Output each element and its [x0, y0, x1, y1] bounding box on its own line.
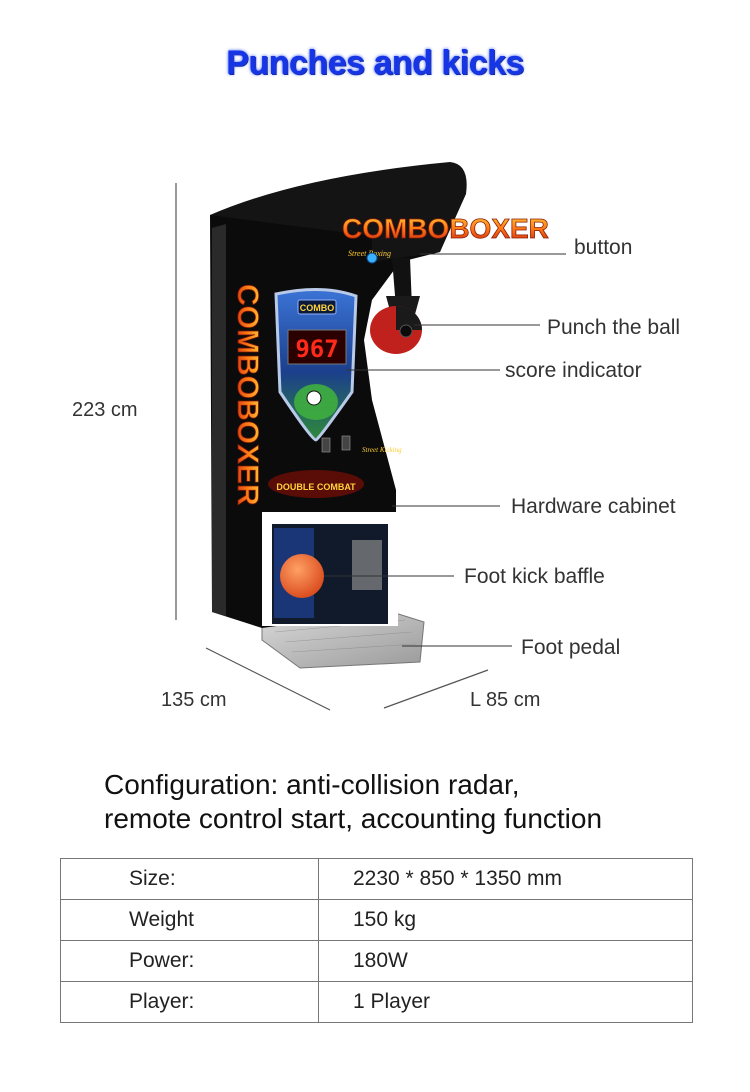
- spec-table: Size: 2230 * 850 * 1350 mm Weight 150 kg…: [60, 858, 693, 1023]
- table-row: Size: 2230 * 850 * 1350 mm: [60, 858, 693, 900]
- configuration-line-2: remote control start, accounting functio…: [104, 803, 603, 834]
- depth-dimension-line: [205, 647, 331, 711]
- side-logo: COMBOBOXER: [228, 270, 264, 560]
- configuration-line-1: Configuration: anti-collision radar,: [104, 769, 520, 800]
- double-combat-label: DOUBLE COMBAT: [276, 482, 356, 492]
- kick-ball: [280, 554, 324, 598]
- spec-key-player: Player:: [60, 981, 319, 1023]
- callout-hardware-cabinet: Hardware cabinet: [511, 495, 676, 518]
- configuration-text: Configuration: anti-collision radar, rem…: [104, 768, 602, 836]
- start-button: [366, 252, 378, 264]
- table-row: Player: 1 Player: [60, 981, 693, 1023]
- length-dimension-line: [383, 669, 489, 709]
- kicking-label: Street Kicking: [362, 446, 402, 454]
- spec-key-size: Size:: [60, 858, 319, 900]
- callout-button: button: [574, 236, 633, 259]
- page-title: Punches and kicks: [226, 44, 524, 82]
- callout-punch-ball: Punch the ball: [547, 316, 681, 339]
- header-logo: COMBOBOXER: [342, 213, 549, 244]
- machine-illustration: COMBOBOXER Street Boxing COMBOBOXER COMB…: [175, 162, 566, 711]
- callout-score-indicator: score indicator: [505, 359, 642, 382]
- callout-foot-kick-baffle: Foot kick baffle: [464, 565, 605, 588]
- callout-foot-pedal: Foot pedal: [521, 636, 621, 659]
- svg-text:COMBO: COMBO: [300, 303, 335, 313]
- score-display: [287, 329, 347, 365]
- svg-text:COMBOBOXER: COMBOBOXER: [231, 284, 264, 506]
- score-value: 967: [295, 335, 338, 363]
- spec-key-power: Power:: [60, 940, 319, 982]
- table-row: Power: 180W: [60, 940, 693, 982]
- height-dimension-label: 223 cm: [72, 399, 138, 421]
- spec-value-weight: 150 kg: [318, 899, 693, 941]
- spec-value-size: 2230 * 850 * 1350 mm: [318, 858, 693, 900]
- length-dimension-label: L 85 cm: [470, 689, 541, 711]
- spec-key-weight: Weight: [60, 899, 319, 941]
- table-row: Weight 150 kg: [60, 899, 693, 941]
- depth-dimension-label: 135 cm: [161, 689, 227, 711]
- spec-value-player: 1 Player: [318, 981, 693, 1023]
- spec-value-power: 180W: [318, 940, 693, 982]
